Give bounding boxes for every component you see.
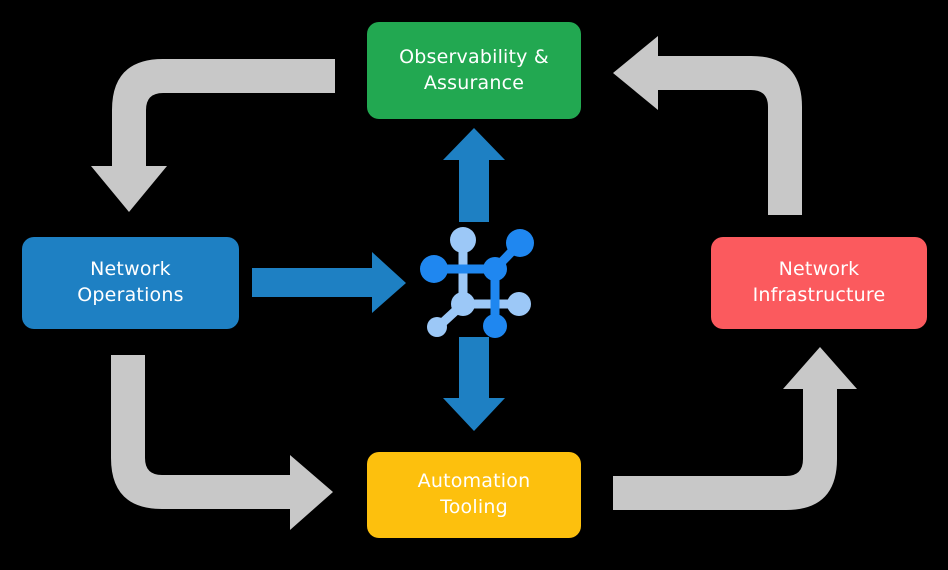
- gray-arrow-infrastructure-to-observability: [613, 36, 802, 215]
- node-automation-tooling[interactable]: Automation Tooling: [367, 452, 581, 538]
- node-observability-assurance[interactable]: Observability & Assurance: [367, 22, 581, 119]
- blue-arrow-center-to-automation: [443, 337, 505, 431]
- topology-nodes-primary: [420, 229, 534, 338]
- blue-arrow-center-to-observability: [443, 128, 505, 222]
- gray-arrow-automation-to-infrastructure: [613, 347, 857, 510]
- blue-arrow-operations-to-center: [252, 252, 406, 313]
- gray-arrow-observability-to-operations: [91, 59, 335, 212]
- network-topology-icon: [420, 227, 534, 338]
- topology-nodes-secondary: [427, 227, 531, 337]
- node-network-operations[interactable]: Network Operations: [22, 237, 239, 329]
- gray-arrow-operations-to-automation: [111, 355, 333, 530]
- node-network-infrastructure[interactable]: Network Infrastructure: [711, 237, 927, 329]
